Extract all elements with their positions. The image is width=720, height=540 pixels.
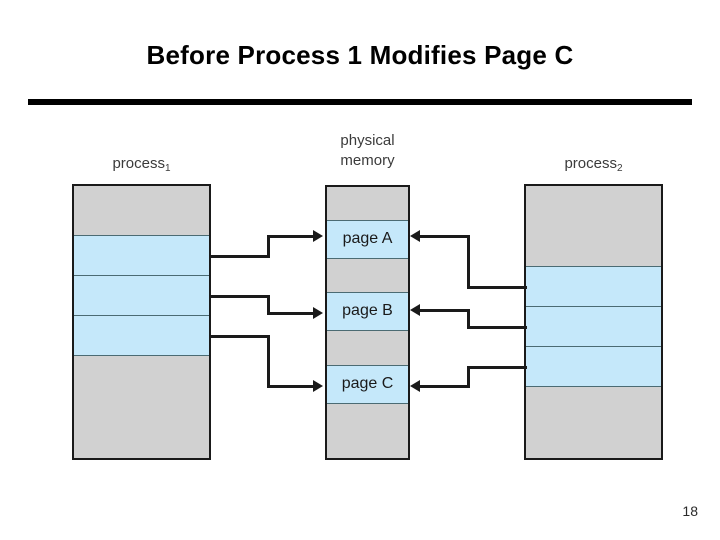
physical-memory-caption-line1: physical bbox=[340, 132, 395, 149]
process1-segment-unused-bottom bbox=[74, 355, 209, 458]
connector-p1-pageB-h2 bbox=[267, 312, 315, 315]
process1-caption-text: process bbox=[112, 155, 165, 172]
page-number: 18 bbox=[682, 503, 698, 519]
arrowhead-p1-pageC bbox=[313, 380, 323, 392]
arrowhead-p2-pageC bbox=[410, 380, 420, 392]
process1-memory-column[interactable] bbox=[72, 184, 211, 460]
connector-p1-pageA-v bbox=[267, 235, 270, 258]
connector-p2-pageA-h1 bbox=[467, 286, 527, 289]
connector-p1-pageC-h2 bbox=[267, 385, 315, 388]
connector-p1-pageC-h1 bbox=[211, 335, 270, 338]
connector-p2-pageB-h2 bbox=[420, 309, 470, 312]
process2-caption: process2 bbox=[524, 155, 663, 174]
connector-p1-pageA-h1 bbox=[211, 255, 270, 258]
arrowhead-p2-pageB bbox=[410, 304, 420, 316]
process1-caption-subscript: 1 bbox=[164, 163, 171, 174]
physical-segment-free-2 bbox=[327, 258, 408, 292]
connector-p1-pageC-v bbox=[267, 335, 270, 388]
process1-segment-unused-top bbox=[74, 186, 209, 235]
connector-p1-pageA-h2 bbox=[267, 235, 315, 238]
page-c-label: page C bbox=[341, 375, 394, 392]
process2-caption-subscript: 2 bbox=[616, 163, 623, 174]
process1-segment-shared-1 bbox=[74, 235, 209, 275]
process1-segment-shared-3 bbox=[74, 315, 209, 355]
connector-p2-pageA-v bbox=[467, 235, 470, 289]
physical-memory-column[interactable]: page A page B page C bbox=[325, 185, 410, 460]
connector-p2-pageB-h1 bbox=[467, 326, 527, 329]
physical-segment-free-4 bbox=[327, 403, 408, 458]
process1-segment-shared-2 bbox=[74, 275, 209, 315]
arrowhead-p1-pageB bbox=[313, 307, 323, 319]
process2-segment-unused-bottom bbox=[526, 386, 661, 458]
physical-segment-page-b: page B bbox=[327, 292, 408, 330]
arrowhead-p1-pageA bbox=[313, 230, 323, 242]
physical-memory-caption-line2: memory bbox=[340, 152, 395, 169]
process1-caption: process1 bbox=[72, 155, 211, 174]
connector-p1-pageB-h1 bbox=[211, 295, 270, 298]
title-divider bbox=[28, 99, 692, 105]
connector-p2-pageC-h1 bbox=[467, 366, 527, 369]
process2-segment-shared-3 bbox=[526, 346, 661, 386]
physical-segment-free-1 bbox=[327, 187, 408, 220]
page-a-label: page A bbox=[342, 230, 393, 247]
page-b-label: page B bbox=[342, 302, 393, 319]
physical-memory-caption: physical memory bbox=[325, 131, 410, 171]
connector-p2-pageB-v bbox=[467, 309, 470, 329]
process2-segment-shared-1 bbox=[526, 266, 661, 306]
connector-p2-pageA-h2 bbox=[420, 235, 470, 238]
physical-segment-free-3 bbox=[327, 330, 408, 365]
connector-p2-pageC-h2 bbox=[420, 385, 470, 388]
page-title: Before Process 1 Modifies Page C bbox=[146, 40, 574, 70]
process2-memory-column[interactable] bbox=[524, 184, 663, 460]
connector-p2-pageC-v bbox=[467, 366, 470, 388]
physical-segment-page-c: page C bbox=[327, 365, 408, 403]
process2-caption-text: process bbox=[564, 155, 617, 172]
process2-segment-shared-2 bbox=[526, 306, 661, 346]
arrowhead-p2-pageA bbox=[410, 230, 420, 242]
process2-segment-unused-top bbox=[526, 186, 661, 266]
connector-p1-pageB-v bbox=[267, 295, 270, 315]
physical-segment-page-a: page A bbox=[327, 220, 408, 258]
